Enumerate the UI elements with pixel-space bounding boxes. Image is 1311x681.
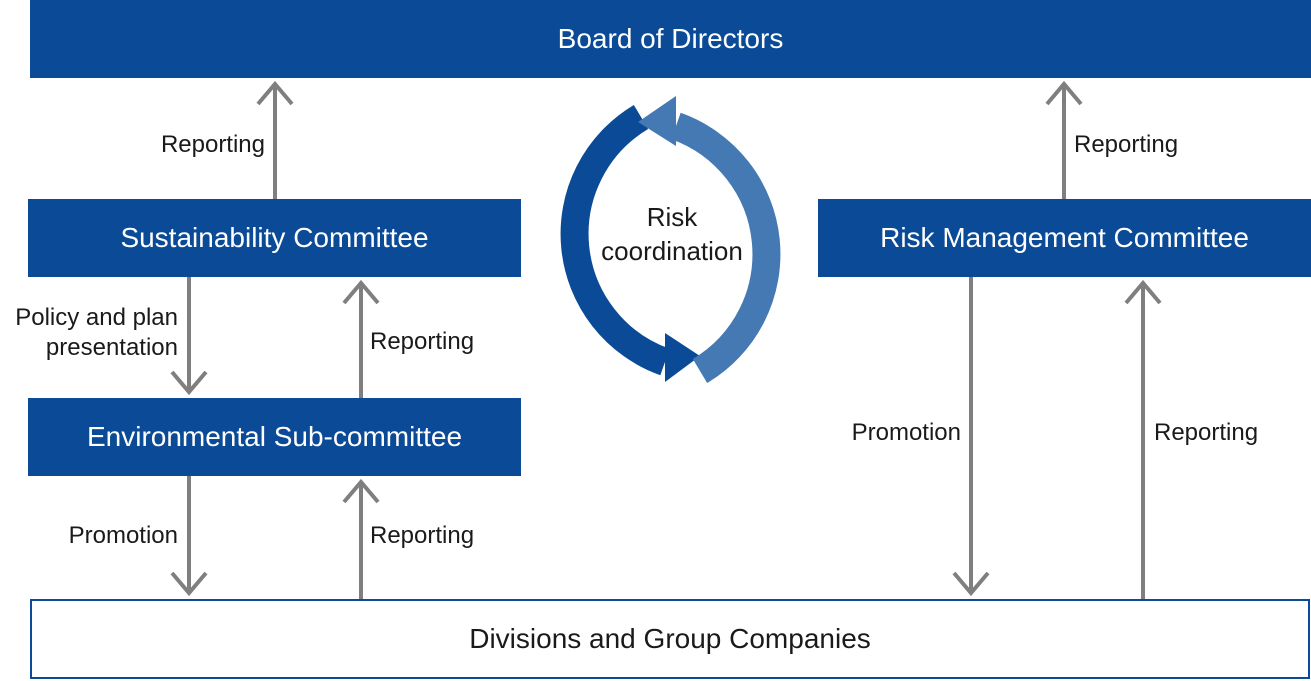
label-env-reporting: Reporting — [370, 328, 475, 355]
arrow-divs-to-env — [342, 478, 380, 599]
label-divs-risk-reporting: Reporting — [1154, 419, 1259, 446]
board-of-directors-box: Board of Directors — [30, 0, 1311, 78]
environmental-subcommittee-label: Environmental Sub-committee — [86, 421, 463, 452]
arrow-sust-to-board — [256, 80, 294, 199]
risk-management-committee-label: Risk Management Committee — [880, 222, 1249, 253]
environmental-subcommittee-box: Environmental Sub-committee — [28, 398, 521, 476]
arrow-env-to-divs — [170, 476, 208, 597]
label-divs-env-reporting: Reporting — [370, 522, 475, 549]
divisions-and-group-companies-box: Divisions and Group Companies — [30, 599, 1310, 679]
label-risk-promotion: Promotion — [851, 419, 961, 446]
sustainability-committee-box: Sustainability Committee — [28, 199, 521, 277]
arrow-risk-to-divs — [952, 277, 990, 597]
risk-coordination-line1: Risk — [646, 202, 698, 232]
label-env-promotion: Promotion — [68, 522, 178, 549]
label-policy-line1: Policy and plan — [15, 304, 178, 331]
risk-coordination-line2: coordination — [601, 236, 743, 266]
risk-coordination-cycle-icon — [560, 96, 781, 384]
label-policy-presentation: Policy and plan presentation — [0, 303, 178, 363]
sustainability-committee-label: Sustainability Committee — [120, 222, 429, 253]
risk-coordination-label: Risk coordination — [572, 200, 772, 268]
arrow-env-to-sust — [342, 279, 380, 398]
arrow-risk-to-board — [1045, 80, 1083, 199]
risk-management-committee-box: Risk Management Committee — [818, 199, 1311, 277]
label-policy-line2: presentation — [45, 334, 178, 361]
divisions-and-group-companies-label: Divisions and Group Companies — [469, 623, 871, 654]
arrow-sust-to-env — [170, 277, 208, 396]
arrow-divs-to-risk — [1124, 279, 1162, 599]
label-sust-reporting: Reporting — [160, 131, 265, 158]
board-of-directors-label: Board of Directors — [557, 23, 784, 54]
label-risk-reporting: Reporting — [1074, 131, 1179, 158]
